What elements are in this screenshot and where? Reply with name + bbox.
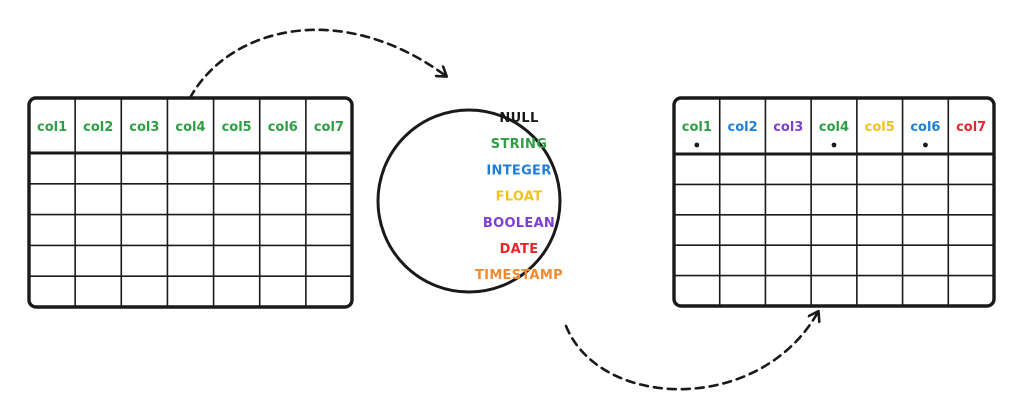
type-label-null: NULL: [499, 111, 538, 126]
type-inference-circle: NULL STRING INTEGER FLOAT BOOLEAN DATE TIMESTA…: [376, 108, 563, 294]
left_table-header-col6: col6: [268, 120, 298, 135]
right_table-null-marker: [694, 142, 700, 148]
type-list: NULL STRING INTEGER FLOAT BOOLEAN DATE TIMESTA…: [475, 111, 563, 283]
arrow-source-to-types: [188, 28, 446, 100]
type-label-date: DATE: [500, 242, 539, 257]
type-label-timestamp: TIMESTAMP: [475, 268, 563, 283]
right_table-header-col2: col2: [728, 120, 758, 135]
arrow-types-to-typed-table: [564, 312, 818, 391]
right_table-frame: [672, 96, 996, 308]
right_table-header-col3: col3: [773, 120, 803, 135]
right_table-header-col4: col4: [819, 120, 849, 135]
right_table-header-col5: col5: [865, 120, 895, 135]
right_table-header-col1: col1: [682, 120, 712, 135]
left_table-header-col1: col1: [37, 120, 67, 135]
type-label-integer: INTEGER: [486, 163, 551, 178]
right_table-header-col6: col6: [910, 120, 940, 135]
type-label-string: STRING: [491, 137, 547, 152]
right_table-null-marker: [831, 142, 837, 148]
left_table-header-col5: col5: [222, 120, 252, 135]
type-circle-outline: [376, 108, 562, 294]
source-table: col1 col2 col3 col4 col5 col6 col7: [27, 96, 354, 309]
left_table-header-col7: col7: [314, 120, 344, 135]
right_table-header-col7: col7: [956, 120, 986, 135]
type-label-boolean: BOOLEAN: [483, 216, 555, 231]
right_table-null-marker: [923, 142, 928, 148]
left_table-header-col3: col3: [129, 120, 159, 135]
type-label-float: FLOAT: [496, 190, 543, 205]
left_table-header-col4: col4: [175, 120, 205, 135]
left_table-header-col2: col2: [83, 120, 113, 135]
typed-table: col1 col2 col3 col4 col5 col6 col7: [672, 96, 996, 308]
